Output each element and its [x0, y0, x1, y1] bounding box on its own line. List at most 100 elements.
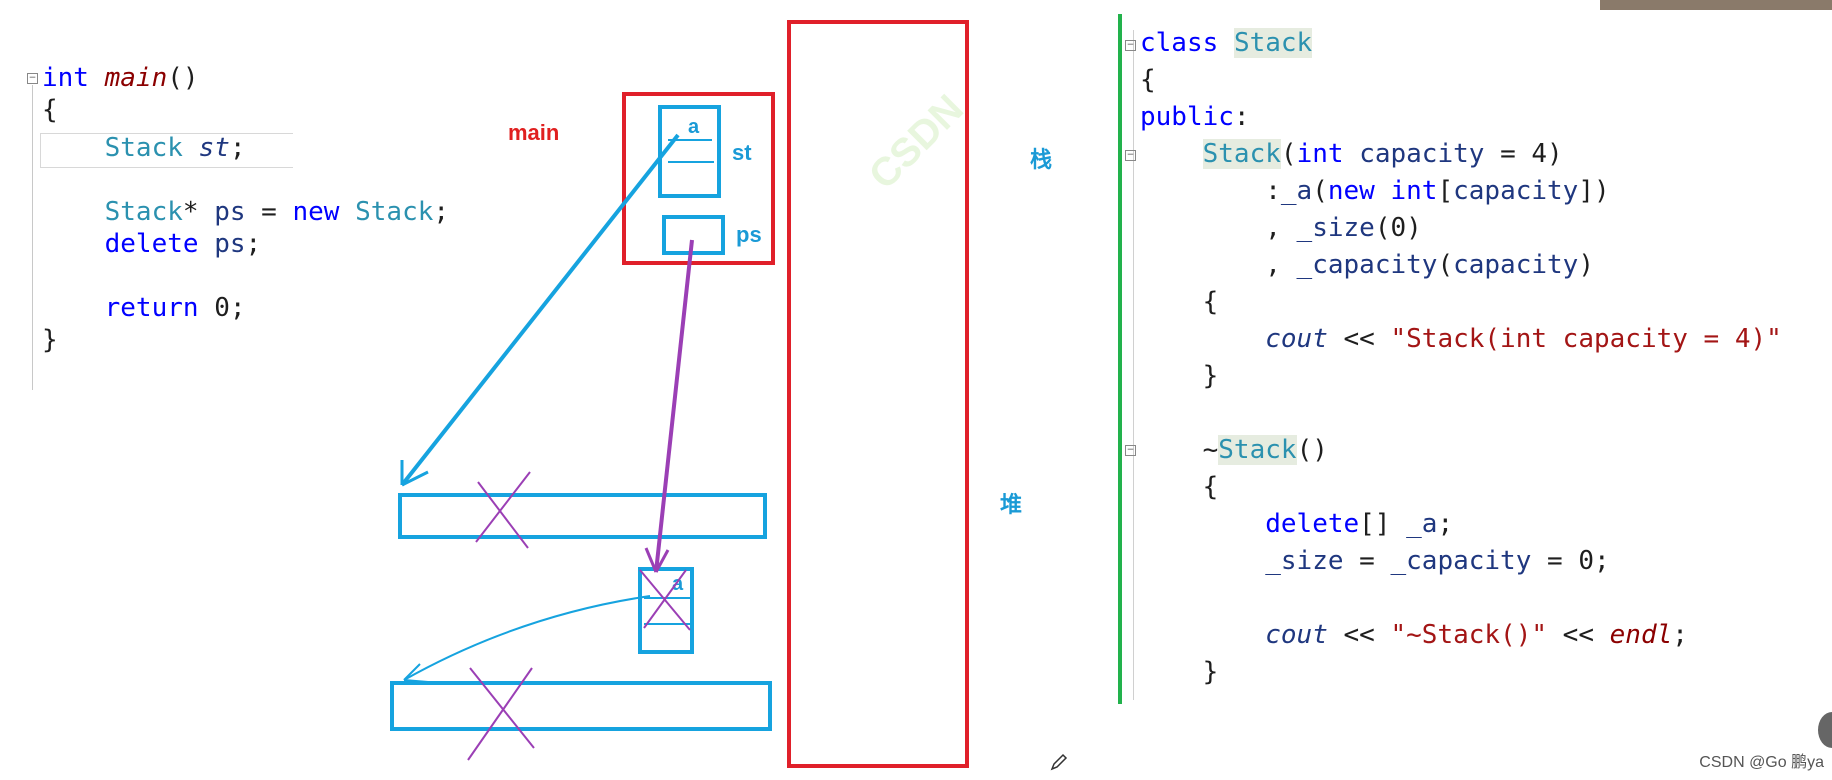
change-indicator-bar [1118, 14, 1122, 704]
code-token: } [1140, 657, 1219, 687]
fold-minus-icon[interactable]: − [1125, 445, 1136, 456]
code-token: = [245, 197, 293, 227]
heap-array-1 [398, 493, 767, 539]
code-token: = 0; [1531, 546, 1610, 576]
code-token [1344, 139, 1360, 169]
code-token: Stack [355, 197, 434, 227]
code-token: { [42, 95, 58, 125]
code-token: ; [1672, 620, 1688, 650]
code-line: } [1140, 654, 1219, 691]
code-token: << [1327, 324, 1391, 354]
code-line: Stack(int capacity = 4) [1140, 136, 1563, 173]
code-token: cout [1265, 620, 1328, 650]
code-token [1140, 546, 1265, 576]
code-token: cout [1265, 324, 1328, 354]
code-token: class [1140, 28, 1219, 58]
code-line: { [1140, 469, 1219, 506]
code-line: { [42, 92, 58, 129]
code-token: ( [1437, 250, 1454, 280]
code-token: endl [1609, 620, 1673, 650]
code-token: ( [1280, 139, 1297, 169]
code-token: : [1233, 102, 1250, 132]
scroll-handle[interactable] [1818, 712, 1832, 748]
code-line: { [1140, 62, 1156, 99]
code-line: cout << "~Stack()" << endl; [1140, 617, 1688, 654]
code-token: ; [245, 229, 262, 259]
code-token: ps [214, 197, 246, 227]
current-line-highlight [40, 133, 293, 168]
code-line: cout << "Stack(int capacity = 4)" [1140, 321, 1782, 358]
code-token: _size [1296, 213, 1375, 243]
code-token: int [1390, 176, 1438, 206]
code-token: () [167, 63, 199, 93]
code-token [42, 197, 105, 227]
pen-icon[interactable] [1049, 752, 1069, 772]
st-member-a-label: a [688, 116, 700, 138]
code-token: _size [1265, 546, 1344, 576]
code-line: class Stack [1140, 25, 1313, 62]
code-token: ps [214, 229, 246, 259]
fold-minus-icon[interactable]: − [1125, 40, 1136, 51]
code-token [1140, 324, 1265, 354]
code-token [1140, 509, 1265, 539]
code-line: ~Stack() [1140, 432, 1328, 469]
st-label: st [732, 140, 752, 165]
outline-guide [32, 85, 33, 390]
code-token: Stack [104, 197, 183, 227]
ps-pointer-box [662, 215, 725, 255]
code-token: * [182, 197, 215, 227]
code-token: int [42, 63, 89, 93]
code-token: Stack [1202, 139, 1281, 169]
code-token: , [1140, 250, 1297, 280]
heap-stack-object [638, 567, 694, 654]
code-line: _size = _capacity = 0; [1140, 543, 1610, 580]
code-line: delete ps; [42, 226, 262, 263]
code-token: ; [433, 197, 450, 227]
code-token: new [292, 197, 340, 227]
outline-guide [1133, 30, 1134, 700]
code-token [89, 63, 105, 93]
fold-minus-icon[interactable]: − [1125, 150, 1136, 161]
code-token [42, 133, 105, 163]
code-token: { [1140, 287, 1219, 317]
code-token: new [1327, 176, 1375, 206]
code-line: } [1140, 358, 1219, 395]
code-token [1375, 176, 1391, 206]
code-token: () [1296, 435, 1328, 465]
code-line: , _capacity(capacity) [1140, 247, 1594, 284]
code-token [42, 229, 105, 259]
heap-member-a-label: a [672, 573, 684, 595]
code-token: delete [104, 229, 199, 259]
code-token: return [104, 293, 199, 323]
code-token: "~Stack()" [1390, 620, 1548, 650]
code-token: public [1140, 102, 1234, 132]
code-token [1218, 28, 1234, 58]
code-token: _capacity [1390, 546, 1532, 576]
code-token [1140, 139, 1203, 169]
code-token: ; [1437, 509, 1454, 539]
fold-minus-icon[interactable]: − [27, 73, 38, 84]
code-token: main [104, 63, 168, 93]
code-token: : [1140, 176, 1281, 206]
code-token: ~ [1140, 435, 1219, 465]
code-token: } [1140, 361, 1219, 391]
st-arrowhead [400, 460, 429, 487]
code-token: = [1343, 546, 1391, 576]
code-token: Stack [1233, 28, 1313, 58]
code-line: delete[] _a; [1140, 506, 1453, 543]
code-line: public: [1140, 99, 1250, 136]
code-line: } [42, 322, 58, 359]
code-line: Stack* ps = new Stack; [42, 194, 449, 231]
heap-array-2 [390, 681, 772, 731]
heap-arrowhead [403, 663, 429, 683]
heap-region-label: 堆 [1000, 492, 1023, 517]
code-token: , [1140, 213, 1297, 243]
code-token: Stack [1218, 435, 1297, 465]
memory-region-bar [787, 20, 969, 768]
code-token: "Stack(int capacity = 4)" [1390, 324, 1782, 354]
code-token: _capacity [1296, 250, 1438, 280]
code-token [199, 229, 215, 259]
code-token [339, 197, 355, 227]
code-token: ) [1578, 250, 1594, 280]
code-token: Stack [104, 133, 183, 163]
